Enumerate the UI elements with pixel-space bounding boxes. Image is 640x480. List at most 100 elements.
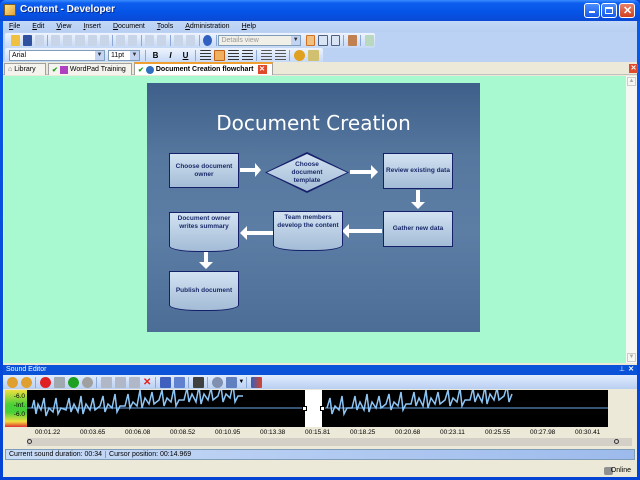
arrow-left (247, 231, 273, 235)
close-button[interactable]: ✕ (619, 3, 635, 18)
menu-view[interactable]: View (56, 23, 72, 30)
selection-start-handle[interactable] (302, 406, 307, 411)
effects-icon[interactable] (225, 376, 237, 388)
insert-icon[interactable] (145, 35, 155, 46)
arrow-left (349, 229, 382, 233)
sound-toolbar: ✕ ▼ (3, 375, 637, 389)
title-bar: Content - Developer ✕ (0, 0, 640, 21)
refresh-icon[interactable] (364, 35, 374, 46)
details-view-icon[interactable] (305, 35, 316, 46)
remove-icon[interactable] (157, 35, 167, 46)
tab-library[interactable]: ⌂Library (4, 63, 46, 75)
spellcheck-icon[interactable] (186, 35, 196, 46)
selection-end-handle[interactable] (320, 406, 325, 411)
menu-file[interactable]: File (9, 23, 21, 30)
undo-icon[interactable] (116, 35, 126, 46)
menu-insert[interactable]: Insert (83, 23, 101, 30)
level-meter: -6.0 -Inf. -6.0 (5, 390, 27, 427)
online-status: Online (610, 467, 631, 474)
spectrum-icon[interactable] (250, 376, 262, 388)
delete-icon[interactable]: ✕ (143, 376, 152, 388)
underline-button[interactable]: U (182, 51, 189, 60)
arrow-right (240, 168, 256, 172)
copy-icon[interactable] (63, 35, 73, 46)
split-markers-icon[interactable] (173, 376, 185, 388)
tab-document-creation-flowchart[interactable]: ✔Document Creation flowchart✕ (134, 62, 273, 75)
find-icon[interactable] (174, 35, 184, 46)
document-area: Document Creation Choose document owner … (4, 76, 626, 363)
align-center-icon[interactable] (213, 50, 225, 61)
cut-icon[interactable] (100, 376, 112, 388)
scroll-down-icon[interactable]: ▼ (627, 353, 636, 362)
zoom-icon[interactable] (211, 376, 223, 388)
open-icon[interactable] (10, 35, 20, 46)
vertical-scrollbar[interactable]: ▲ ▼ (626, 76, 637, 363)
stop-icon[interactable] (81, 376, 93, 388)
menu-tools[interactable]: Tools (156, 23, 174, 30)
library-icon: ⌂ (8, 66, 13, 73)
close-document-icon[interactable]: ✕ (629, 64, 638, 73)
properties-icon[interactable] (99, 35, 109, 46)
help-icon[interactable] (203, 35, 213, 46)
window-title: Content - Developer (20, 4, 116, 15)
bold-button[interactable]: B (152, 51, 159, 60)
horizontal-split-icon[interactable] (318, 35, 328, 46)
selection-region[interactable] (302, 390, 325, 427)
node-owner-summary: Document owner writes summary (169, 212, 239, 252)
align-left-icon[interactable] (199, 50, 211, 61)
italic-button[interactable]: I (169, 51, 172, 60)
delete-icon[interactable] (87, 35, 97, 46)
scroll-up-icon[interactable]: ▲ (627, 77, 636, 86)
fit-icon[interactable] (159, 376, 171, 388)
crop-icon[interactable] (192, 376, 204, 388)
play-icon[interactable] (67, 376, 79, 388)
close-panel-icon[interactable]: ✕ (628, 366, 634, 373)
copy-icon[interactable] (114, 376, 126, 388)
scroll-start-handle[interactable] (27, 439, 32, 444)
checkmark-icon: ✔ (138, 66, 144, 74)
view-dropdown[interactable]: Details view▼ (218, 35, 302, 46)
document-tabs: ⌂Library ✔WordPad Training ✔Document Cre… (3, 62, 638, 75)
menu-help[interactable]: Help (241, 23, 256, 30)
timeline-ruler: 00:01.22 00:03.65 00:06.08 00:08.52 00:1… (27, 427, 632, 438)
minimize-button[interactable] (584, 3, 600, 18)
node-choose-template: Choose document template (265, 152, 349, 193)
sound-editor-panel: Sound Editor ⊥ ✕ ✕ (3, 365, 637, 477)
menu-document[interactable]: Document (112, 23, 145, 30)
pin-icon[interactable]: ⊥ (618, 366, 625, 373)
text-color-icon[interactable] (293, 50, 305, 61)
paste-icon[interactable] (128, 376, 140, 388)
close-tab-icon[interactable]: ✕ (257, 65, 267, 74)
record-icon[interactable] (39, 376, 51, 388)
justify-icon[interactable] (241, 50, 253, 61)
cut-icon[interactable] (51, 35, 61, 46)
export-sound-icon[interactable] (20, 376, 32, 388)
waveform-scrollbar[interactable] (27, 438, 632, 446)
slide-title: Document Creation (216, 111, 411, 135)
vertical-split-icon[interactable] (330, 35, 340, 46)
align-right-icon[interactable] (227, 50, 239, 61)
effects-dropdown-icon[interactable]: ▼ (238, 379, 245, 385)
menu-bar: File Edit View Insert Document Tools Adm… (3, 21, 637, 32)
import-sound-icon[interactable] (6, 376, 18, 388)
menu-administration[interactable]: Administration (185, 23, 230, 30)
font-dropdown[interactable]: Arial▼ (9, 50, 105, 61)
font-size-dropdown[interactable]: 11pt▼ (108, 50, 140, 61)
print-icon[interactable] (34, 35, 44, 46)
recording-settings-icon[interactable] (53, 376, 65, 388)
tab-wordpad-training[interactable]: ✔WordPad Training (48, 63, 132, 75)
standard-toolbar: Details view▼ (5, 33, 375, 48)
globe-icon (145, 65, 154, 74)
maximize-button[interactable] (601, 3, 617, 18)
fill-color-icon[interactable] (307, 50, 319, 61)
scroll-end-handle[interactable] (614, 439, 619, 444)
numbered-list-icon[interactable] (274, 50, 286, 61)
paste-icon[interactable] (75, 35, 85, 46)
menu-edit[interactable]: Edit (32, 23, 45, 30)
publish-icon[interactable] (347, 35, 357, 46)
arrow-down (204, 252, 208, 264)
redo-icon[interactable] (128, 35, 138, 46)
save-icon[interactable] (22, 35, 32, 46)
bullet-list-icon[interactable] (260, 50, 272, 61)
